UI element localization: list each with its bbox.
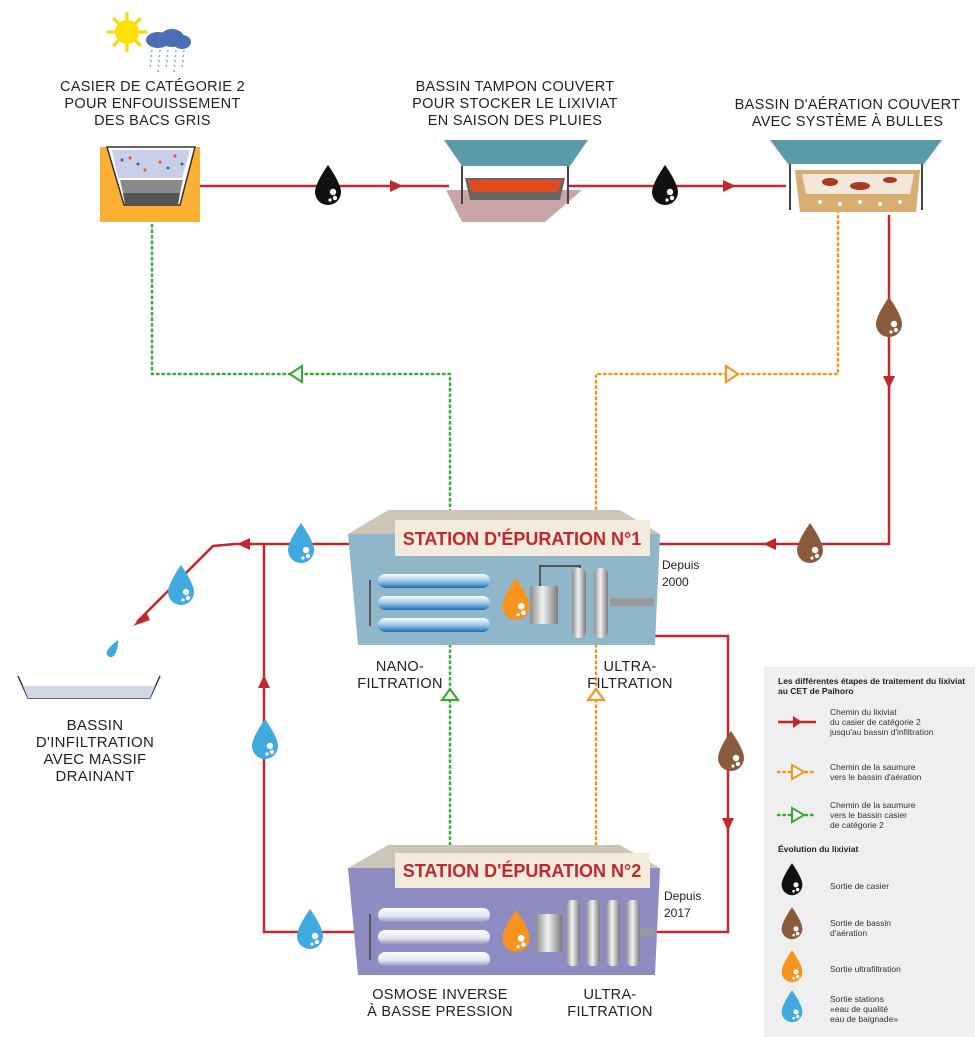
legend-drop-blue-text: Sortie stations «eau de qualité eau de b…	[830, 994, 899, 1024]
water-drop-icon	[781, 907, 803, 940]
station-2-since: Depuis 2017	[664, 889, 702, 920]
pump-icon	[530, 586, 558, 624]
legend-leachate-line	[778, 716, 816, 728]
water-drop-icon	[781, 990, 803, 1023]
flow-arrow-icon	[763, 538, 776, 550]
leachate-arrows	[133, 180, 895, 831]
station-2-title: STATION D'ÉPURATION N°2	[403, 860, 641, 881]
water-drop-icon	[297, 909, 323, 949]
legend-orange-text: Chemin de la saumure vers le bassin d'aé…	[830, 762, 922, 782]
legend-leachate-text: Chemin du lixiviat du casier de catégori…	[830, 707, 934, 737]
water-drop-icon	[781, 863, 803, 896]
water-drop-icon	[781, 950, 803, 983]
pump-icon	[536, 914, 562, 952]
brine-arrows	[288, 363, 740, 702]
label-ultrafiltration-2: ULTRA- FILTRATION	[567, 987, 653, 1020]
water-drop-icon	[168, 565, 194, 605]
brine-orange-path	[594, 203, 840, 847]
flow-arrow-icon	[133, 612, 150, 626]
water-drop-icon	[876, 297, 902, 337]
sun-rain-cloud-icon	[107, 12, 191, 73]
legend-drop-orange-text: Sortie ultrafiltration	[830, 964, 901, 974]
legend-drop-black	[781, 863, 803, 896]
water-drop-icon	[797, 523, 823, 563]
bassin-infiltration-illustration	[17, 640, 161, 699]
legend-drop-orange	[781, 950, 803, 983]
water-drop-icon	[652, 165, 678, 205]
label-osmose: OSMOSE INVERSE À BASSE PRESSION	[367, 987, 513, 1020]
flow-arrow-icon	[722, 818, 734, 831]
label-casier: CASIER DE CATÉGORIE 2 POUR ENFOUISSEMENT…	[60, 79, 245, 129]
station-1-since: Depuis 2000	[662, 558, 700, 589]
bassin-tampon-illustration	[444, 140, 588, 222]
casier-illustration	[100, 12, 200, 222]
water-drop-icon	[252, 719, 278, 759]
legend-panel: Les différentes étapes de traitement du …	[764, 667, 975, 1037]
label-bassin-infiltration: BASSIN D'INFILTRATION AVEC MASSIF DRAINA…	[35, 717, 155, 785]
station-1-illustration	[348, 510, 660, 645]
flow-arrow-icon	[723, 180, 736, 192]
station-1-title: STATION D'ÉPURATION N°1	[403, 528, 641, 549]
flow-arrow-icon	[883, 376, 895, 389]
filter-membrane-icon	[369, 908, 490, 966]
legend-orange-line	[776, 763, 818, 781]
label-bassin-tampon: BASSIN TAMPON COUVERT POUR STOCKER LE LI…	[412, 79, 618, 129]
legend-green-line	[776, 806, 818, 824]
flow-arrow-icon	[724, 363, 740, 385]
station-2-illustration	[348, 845, 660, 975]
legend-drop-brown-text: Sortie de bassin d'aération	[830, 918, 891, 938]
flow-arrow-icon	[288, 363, 304, 385]
water-drop-icon	[315, 165, 341, 205]
label-ultrafiltration-1: ULTRA- FILTRATION	[587, 659, 673, 692]
flow-arrow-icon	[237, 538, 250, 550]
water-drop-icon	[288, 523, 314, 563]
legend-title: Les différentes étapes de traitement du …	[778, 676, 966, 696]
filter-membrane-icon	[369, 574, 490, 632]
flow-arrow-icon	[791, 763, 806, 781]
flow-arrow-icon	[585, 687, 607, 702]
flow-arrow-icon	[793, 716, 802, 728]
legend-drop-blue	[781, 990, 803, 1023]
label-nanofiltration: NANO- FILTRATION	[357, 659, 443, 692]
legend-green-text: Chemin de la saumure vers le bassin casi…	[830, 800, 916, 830]
legend-drop-black-text: Sortie de casier	[830, 881, 890, 891]
label-bassin-aeration: BASSIN D'AÉRATION COUVERT AVEC SYSTÈME À…	[734, 97, 961, 130]
flow-arrow-icon	[439, 687, 461, 702]
flow-arrow-icon	[258, 675, 270, 688]
legend-evolution-title: Évolution du lixiviat	[778, 844, 859, 854]
water-drop-icon	[106, 640, 118, 658]
flow-arrow-icon	[390, 180, 403, 192]
water-drop-icon	[718, 731, 744, 771]
flow-arrow-icon	[791, 806, 806, 824]
legend-drop-brown	[781, 907, 803, 940]
bassin-aeration-illustration	[770, 140, 942, 212]
